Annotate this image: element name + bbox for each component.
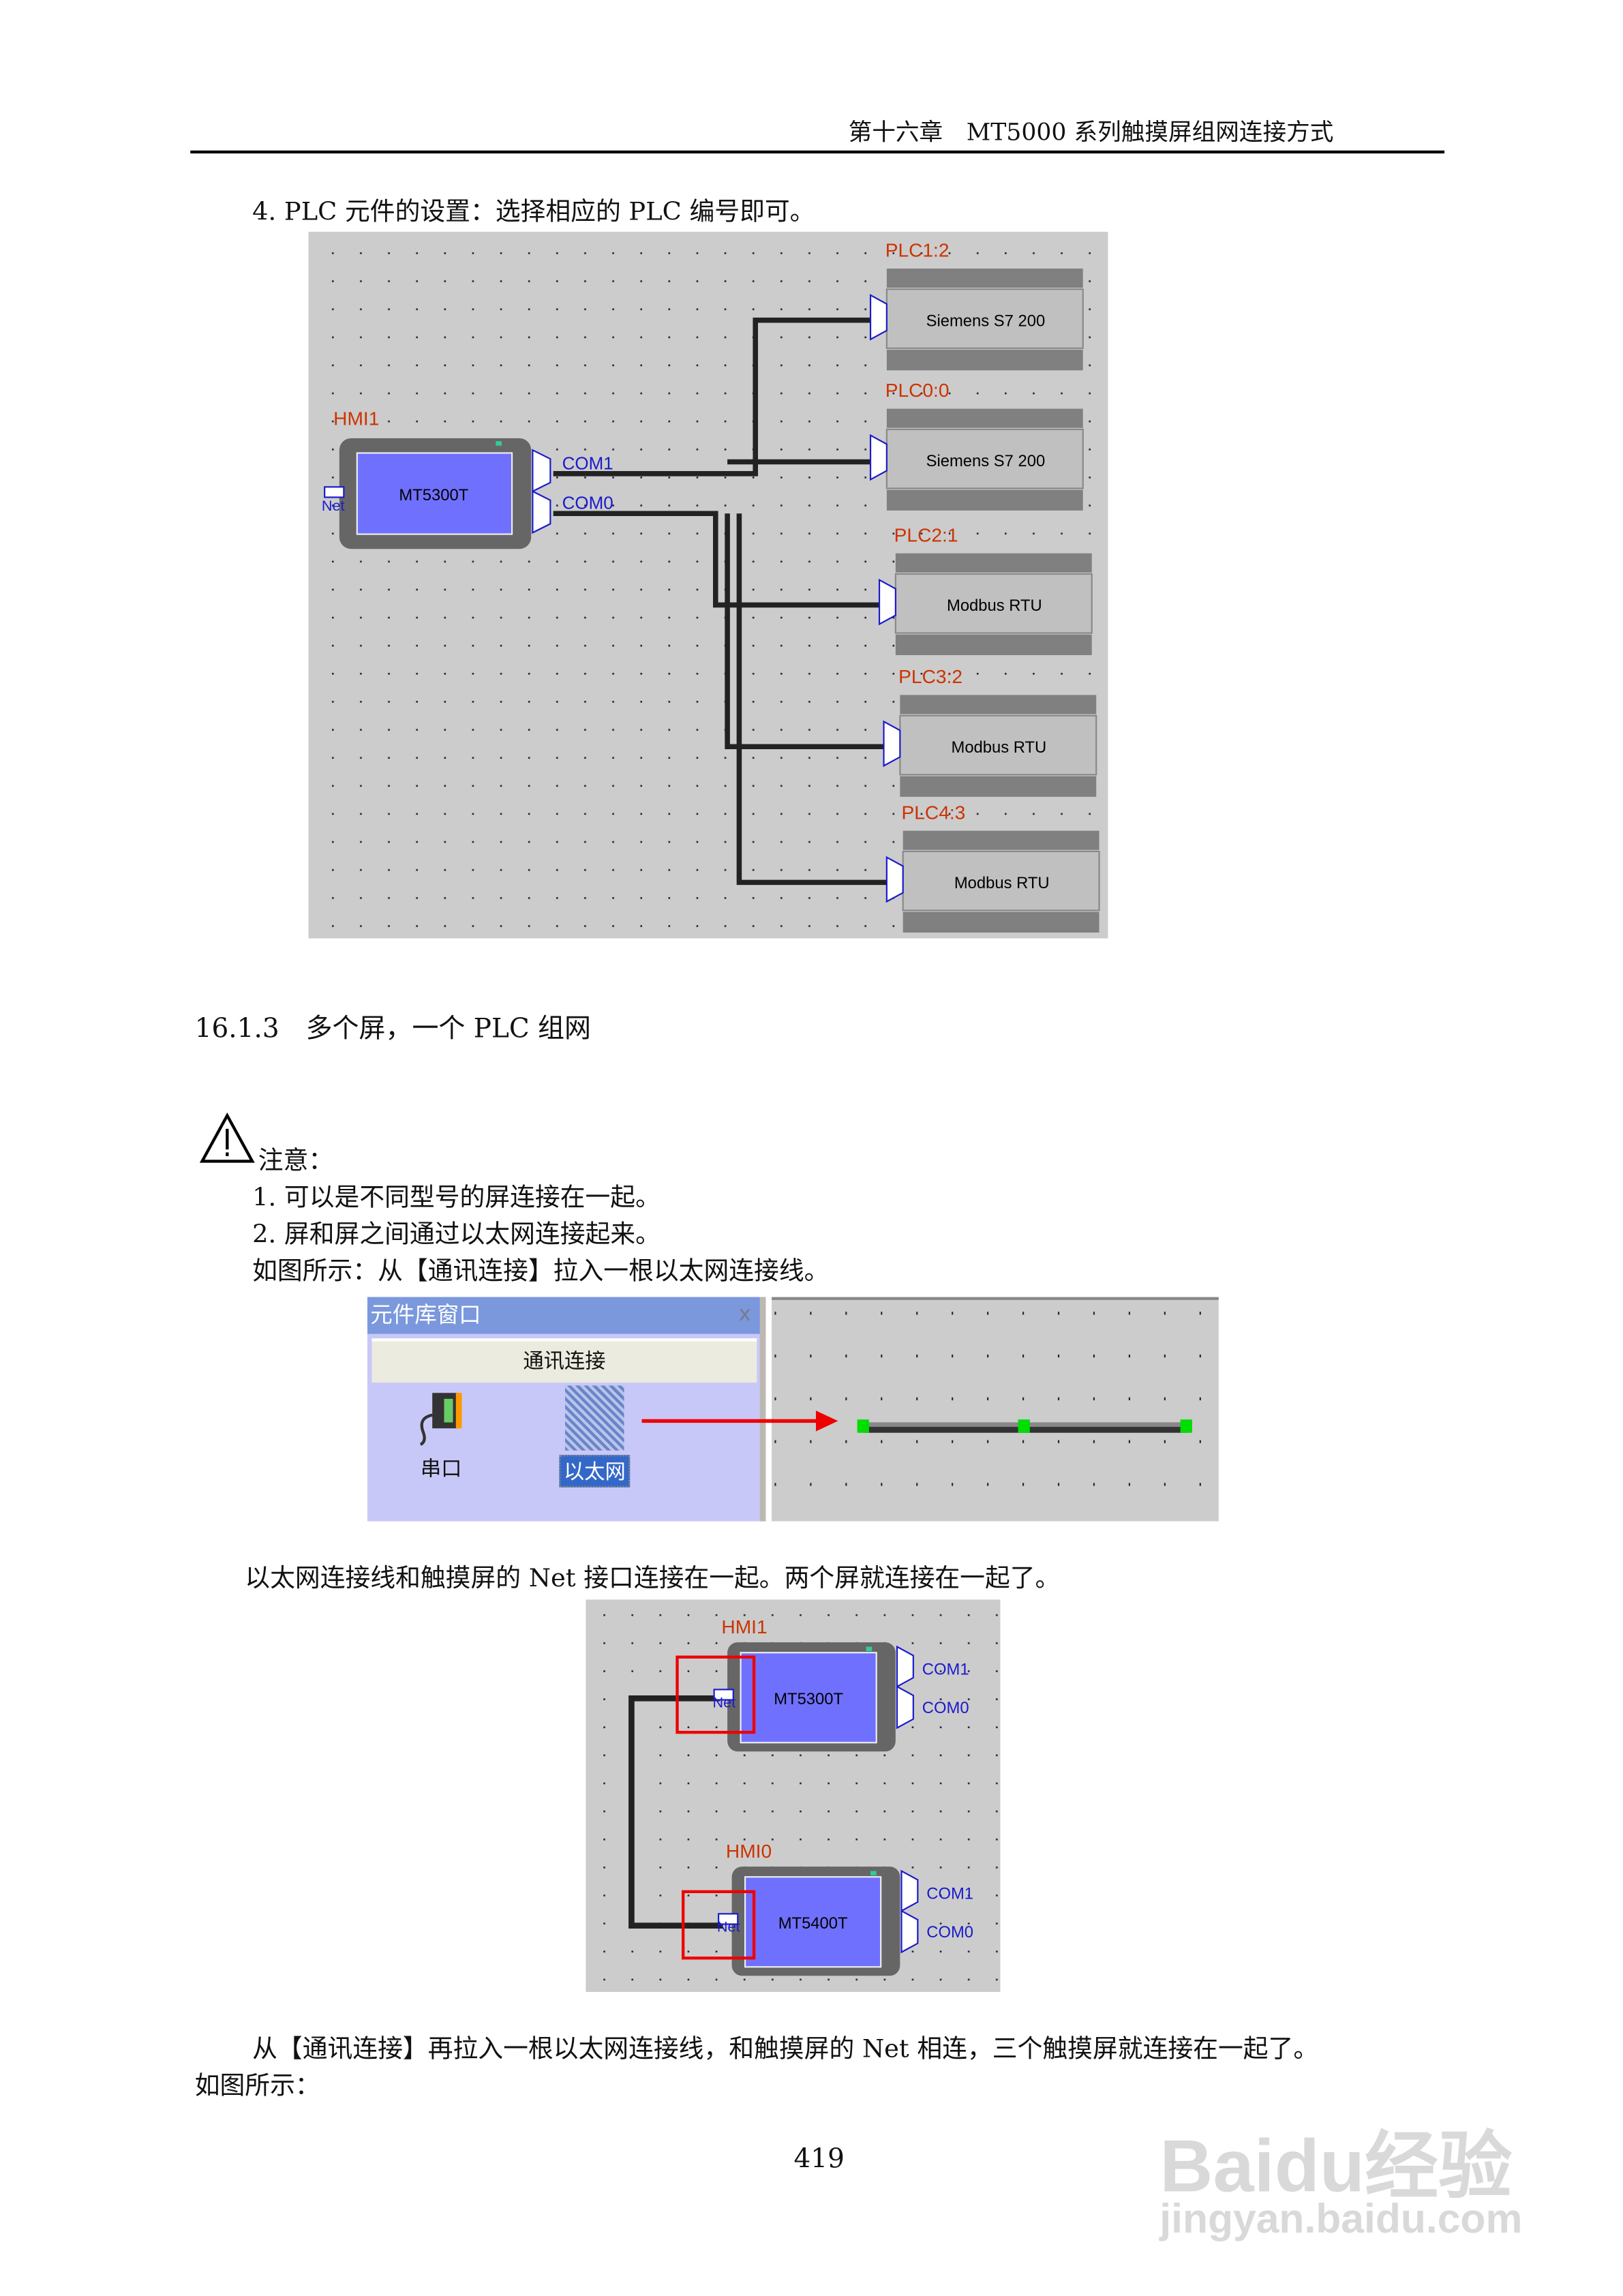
- cable-handle: [857, 1419, 869, 1433]
- header-rule: [190, 150, 1445, 153]
- hmi-name: HMI0: [726, 1841, 772, 1862]
- plc-label: PLC4:3: [902, 802, 966, 823]
- ethernet-icon: [565, 1385, 624, 1451]
- cables: [553, 317, 903, 886]
- drawing-canvas[interactable]: /*dots drawn below*/: [772, 1297, 1219, 1522]
- cable-handle: [1018, 1419, 1030, 1433]
- plc-network-diagram: MT5300T HMI1 Net COM1 COM0 PLC1:2Siemens…: [308, 231, 1108, 939]
- com1-label: COM1: [562, 453, 613, 473]
- com1-label: COM1: [926, 1885, 973, 1903]
- window-titlebar: 元件库窗口 x: [367, 1297, 760, 1334]
- net-port-label: Net: [712, 1693, 735, 1710]
- notice-item: 2. 屏和屏之间通过以太网连接起来。: [252, 1220, 661, 1250]
- close-icon[interactable]: x: [738, 1303, 751, 1327]
- section-heading: 16.1.3 多个屏，一个 PLC 组网: [194, 1014, 591, 1045]
- hmi-name: HMI1: [333, 408, 379, 429]
- ethernet-label: 以太网: [559, 1455, 631, 1487]
- paragraph: 以太网连接线和触摸屏的 Net 接口连接在一起。两个屏就连接在一起了。: [245, 1564, 1061, 1594]
- plc-port: [869, 434, 888, 481]
- hmi-name: HMI1: [721, 1616, 767, 1637]
- highlight-box: [676, 1655, 756, 1734]
- notice-title: 注意：: [258, 1146, 334, 1177]
- section-4-text: 4. PLC 元件的设置：选择相应的 PLC 编号即可。: [252, 198, 815, 228]
- hmi-model: MT5400T: [778, 1914, 848, 1933]
- plc-label: PLC1:2: [885, 240, 950, 261]
- com0-label: COM0: [926, 1923, 973, 1942]
- figure-caption: 如图所示：从【通讯连接】拉入一根以太网连接线。: [252, 1257, 830, 1287]
- plc-port: [883, 720, 901, 768]
- com0-port: [900, 1909, 919, 1954]
- plc-model: Modbus RTU: [954, 874, 1050, 892]
- serial-item[interactable]: 串口: [406, 1389, 476, 1483]
- highlight-box: [681, 1890, 756, 1960]
- plc-label: PLC3:2: [898, 666, 962, 687]
- paragraph: 从【通讯连接】再拉入一根以太网连接线，和触摸屏的 Net 相连，三个触摸屏就连接…: [252, 2034, 1319, 2065]
- plc-model: Siemens S7 200: [926, 312, 1046, 330]
- hmi-model: MT5300T: [399, 486, 468, 504]
- window-title: 元件库窗口: [370, 1301, 481, 1329]
- page-header: 第十六章 MT5000 系列触摸屏组网连接方式: [848, 118, 1334, 147]
- net-port-label: Net: [717, 1918, 740, 1935]
- plc-label: PLC2:1: [894, 524, 958, 545]
- baidu-watermark-logo: Baidu经验: [1159, 2124, 1513, 2208]
- warning-icon: [199, 1113, 255, 1163]
- com0-port: [532, 490, 551, 534]
- component-library-window: 元件库窗口 x 通讯连接 串口 以太网: [367, 1297, 766, 1522]
- plc-port: [885, 856, 904, 903]
- com1-label: COM1: [922, 1661, 969, 1679]
- category-tab-comm[interactable]: 通讯连接: [371, 1338, 757, 1383]
- com1-port: [900, 1869, 919, 1912]
- cable-handle: [1180, 1419, 1192, 1433]
- baidu-watermark-url: jingyan.baidu.com: [1159, 2195, 1523, 2241]
- hmi-ethernet-diagram: HMI1MT5300TNetCOM1COM0HMI0MT5400TNetCOM1…: [586, 1599, 1001, 1993]
- paragraph: 如图所示：: [194, 2071, 320, 2102]
- com0-label: COM0: [922, 1699, 969, 1717]
- ethernet-item[interactable]: 以太网: [553, 1385, 636, 1487]
- plc-port: [878, 578, 896, 626]
- com0-port: [896, 1685, 914, 1729]
- drag-arrow-tail: [641, 1419, 775, 1423]
- hmi-model: MT5300T: [774, 1690, 843, 1708]
- com1-port: [896, 1645, 914, 1688]
- plc-model: Modbus RTU: [947, 596, 1042, 615]
- page-number: 419: [793, 2144, 845, 2175]
- net-port-label: Net: [322, 497, 345, 514]
- plc-port: [869, 294, 888, 341]
- serial-label: 串口: [420, 1457, 462, 1482]
- notice-item: 1. 可以是不同型号的屏连接在一起。: [252, 1183, 661, 1213]
- plc-model: Modbus RTU: [951, 738, 1046, 757]
- hmi-device[interactable]: MT5300T HMI1 Net COM1 COM0: [322, 408, 613, 549]
- serial-port-icon: [419, 1393, 462, 1446]
- com1-port: [532, 449, 551, 493]
- plc-model: Siemens S7 200: [926, 452, 1046, 470]
- plc-label: PLC0:0: [885, 380, 950, 401]
- com0-label: COM0: [562, 493, 613, 513]
